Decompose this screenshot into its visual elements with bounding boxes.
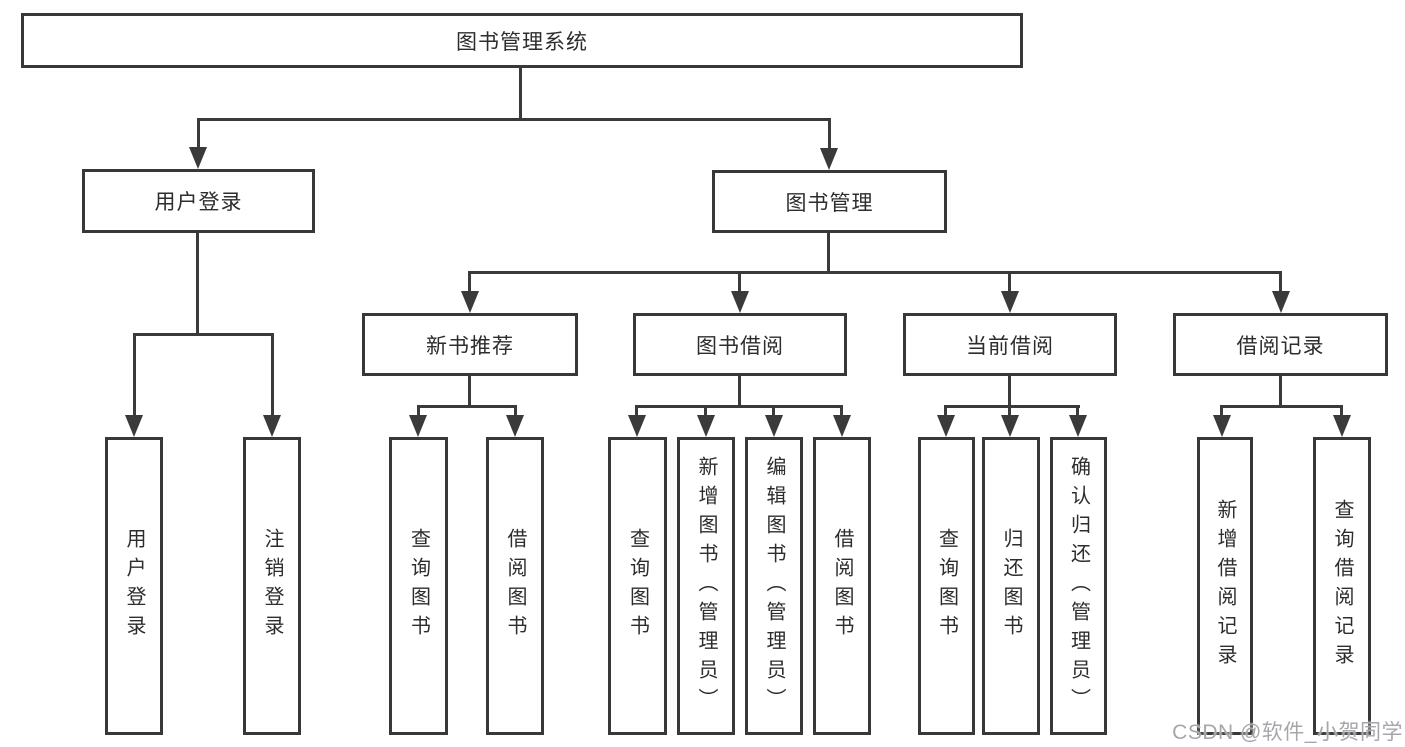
- leaf-label: 注销登录: [261, 528, 283, 644]
- leaf-query-books-3: 查询图书: [918, 437, 975, 735]
- arrowhead-down-icon: [125, 415, 143, 437]
- g5-drop-line-1: [1220, 405, 1223, 418]
- g1-drop-line-1: [133, 333, 136, 417]
- leaf-add-borrow-record: 新增借阅记录: [1197, 437, 1253, 735]
- arrowhead-down-icon: [409, 415, 427, 437]
- leaf-label: 编辑图书（管理员）: [763, 455, 785, 717]
- g4-drop-line-3: [1076, 405, 1079, 418]
- node-book-borrow: 图书借阅: [633, 313, 847, 376]
- leaf-return-book: 归还图书: [982, 437, 1040, 735]
- book-mgmt-trunk-line: [827, 231, 830, 274]
- g3-drop-line-4: [840, 405, 843, 418]
- leaf-label: 借阅图书: [831, 528, 853, 644]
- g3-trunk-line: [738, 374, 741, 408]
- arrowhead-down-icon: [697, 415, 715, 437]
- node-new-book-recommend-label: 新书推荐: [426, 334, 514, 358]
- node-borrow-records-label: 借阅记录: [1236, 334, 1325, 358]
- node-current-borrow: 当前借阅: [903, 313, 1117, 376]
- g3-drop-line-2: [704, 405, 707, 418]
- g1-drop-line-2: [271, 333, 274, 417]
- root-trunk-line: [519, 66, 522, 121]
- level3-connector-line: [468, 271, 1282, 274]
- g2-drop-line-2: [514, 405, 517, 418]
- arrowhead-down-icon: [1001, 291, 1019, 313]
- leaf-borrow-books-1: 借阅图书: [486, 437, 544, 735]
- arrowhead-down-icon: [833, 415, 851, 437]
- g4-drop-line-1: [944, 405, 947, 418]
- g2-connector-line: [417, 405, 517, 408]
- leaf-query-borrow-record: 查询借阅记录: [1313, 437, 1371, 735]
- arrowhead-down-icon: [628, 415, 646, 437]
- leaf-confirm-return-admin: 确认归还（管理员）: [1050, 437, 1107, 735]
- arrowhead-down-icon: [820, 148, 838, 170]
- level3-drop-line-4: [1279, 271, 1282, 294]
- arrowhead-down-icon: [1069, 415, 1087, 437]
- leaf-label: 查询图书: [626, 528, 649, 644]
- node-current-borrow-label: 当前借阅: [966, 334, 1054, 358]
- g4-drop-line-2: [1008, 405, 1011, 418]
- leaf-logout: 注销登录: [243, 437, 301, 735]
- leaf-label: 用户登录: [123, 528, 145, 644]
- leaf-label: 借阅图书: [504, 528, 526, 644]
- leaf-label: 确认归还（管理员）: [1067, 455, 1090, 717]
- node-book-borrow-label: 图书借阅: [696, 334, 784, 358]
- level2-drop-line-right: [828, 118, 831, 150]
- node-new-book-recommend: 新书推荐: [362, 313, 578, 376]
- level3-drop-line-3: [1008, 271, 1011, 294]
- g3-drop-line-1: [635, 405, 638, 418]
- level2-drop-line-left: [197, 118, 200, 150]
- leaf-label: 查询图书: [407, 528, 430, 644]
- g1-connector-line: [133, 333, 274, 336]
- leaf-query-books-2: 查询图书: [608, 437, 667, 735]
- arrowhead-down-icon: [1333, 415, 1351, 437]
- leaf-user-login: 用户登录: [105, 437, 163, 735]
- arrowhead-down-icon: [506, 415, 524, 437]
- arrowhead-down-icon: [1272, 291, 1290, 313]
- arrowhead-down-icon: [461, 291, 479, 313]
- arrowhead-down-icon: [189, 147, 207, 169]
- level3-drop-line-1: [468, 271, 471, 294]
- leaf-add-book-admin: 新增图书（管理员）: [677, 437, 735, 735]
- csdn-watermark: CSDN @软件_小贺同学: [1172, 721, 1403, 744]
- arrowhead-down-icon: [1213, 415, 1231, 437]
- leaf-query-books-1: 查询图书: [389, 437, 448, 735]
- leaf-label: 新增借阅记录: [1214, 499, 1236, 673]
- node-user-login: 用户登录: [82, 169, 315, 233]
- g2-trunk-line: [468, 374, 471, 408]
- g5-trunk-line: [1279, 374, 1282, 408]
- leaf-label: 新增图书（管理员）: [695, 455, 717, 717]
- node-root-label: 图书管理系统: [456, 30, 588, 54]
- level3-drop-line-2: [738, 271, 741, 294]
- g3-connector-line: [636, 405, 843, 408]
- g3-drop-line-3: [772, 405, 775, 418]
- g5-drop-line-2: [1340, 405, 1343, 418]
- node-user-login-label: 用户登录: [154, 191, 243, 214]
- g2-drop-line-1: [417, 405, 420, 418]
- leaf-label: 查询图书: [935, 528, 958, 644]
- leaf-edit-book-admin: 编辑图书（管理员）: [745, 437, 803, 735]
- arrowhead-down-icon: [263, 415, 281, 437]
- leaf-label: 归还图书: [1000, 528, 1022, 644]
- g4-trunk-line: [1008, 374, 1011, 408]
- g1-trunk-line: [196, 231, 199, 336]
- arrowhead-down-icon: [731, 291, 749, 313]
- arrowhead-down-icon: [937, 415, 955, 437]
- node-book-management-label: 图书管理: [785, 191, 874, 215]
- leaf-label: 查询借阅记录: [1331, 499, 1353, 673]
- g5-connector-line: [1221, 405, 1343, 408]
- g4-connector-line: [945, 405, 1080, 408]
- level2-connector-line: [197, 118, 831, 121]
- arrowhead-down-icon: [765, 415, 783, 437]
- arrowhead-down-icon: [1001, 415, 1019, 437]
- node-book-management: 图书管理: [712, 170, 947, 233]
- node-root: 图书管理系统: [21, 13, 1023, 68]
- leaf-borrow-books-2: 借阅图书: [813, 437, 871, 735]
- node-borrow-records: 借阅记录: [1173, 313, 1388, 376]
